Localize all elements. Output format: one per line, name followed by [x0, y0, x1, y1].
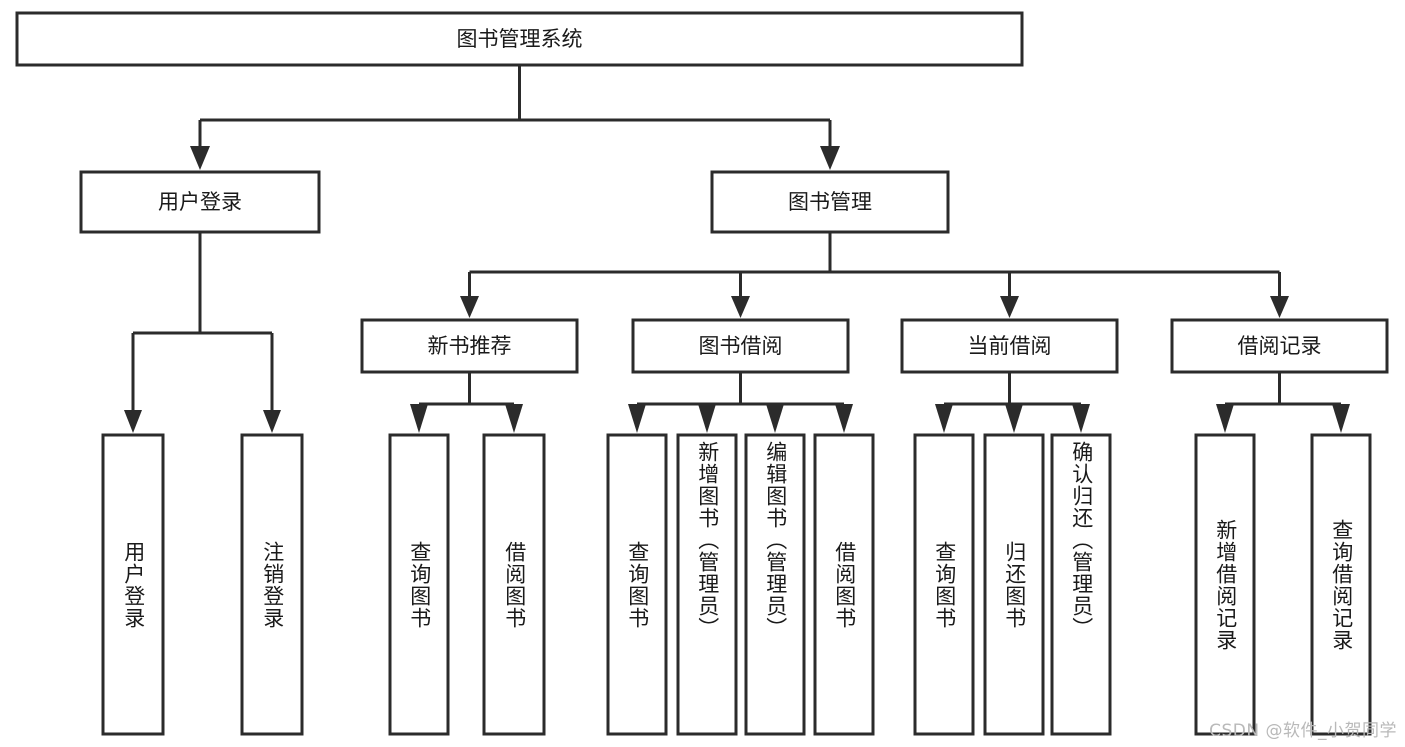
node-root-box[interactable]	[15, 11, 1024, 67]
arrow-borrow-records	[1270, 296, 1289, 318]
arrow-leaf-borrow-book-bor	[835, 404, 853, 433]
node-leaf-query-book-rec-box[interactable]	[388, 433, 450, 736]
arrow-leaf-edit-book-admin	[766, 404, 784, 433]
node-leaf-query-borrow-record-box[interactable]	[1310, 433, 1372, 736]
connector-group-current-borrow-to-leaves	[935, 372, 1090, 433]
node-book-management[interactable]: 图书管理	[710, 170, 950, 234]
connector-group-new-book-recommend-to-leaves	[410, 372, 523, 433]
arrow-user-login	[190, 146, 210, 170]
node-leaf-query-book-bor-box[interactable]	[606, 433, 668, 736]
arrow-leaf-borrow-book-rec	[505, 404, 523, 433]
connector-group-book-borrow-to-leaves	[628, 372, 853, 433]
connector-group-borrow-records-to-leaves	[1216, 372, 1350, 433]
arrow-current-borrow	[1000, 296, 1019, 318]
node-new-book-recommend-label: 新书推荐	[428, 334, 512, 358]
node-current-borrow-label: 当前借阅	[968, 334, 1052, 358]
node-current-borrow-box[interactable]	[900, 318, 1119, 374]
arrow-leaf-query-book-rec	[410, 404, 428, 433]
arrow-leaf-return-book	[1005, 404, 1023, 433]
node-current-borrow[interactable]: 当前借阅	[900, 318, 1119, 374]
connector-group-book-management-to-level3	[460, 232, 1289, 318]
arrow-new-book-recommend	[460, 296, 479, 318]
node-borrow-records[interactable]: 借阅记录	[1170, 318, 1389, 374]
node-leaf-borrow-book-rec-box[interactable]	[482, 433, 546, 736]
arrow-leaf-add-borrow-record	[1216, 404, 1234, 433]
arrow-leaf-query-book-bor	[628, 404, 646, 433]
node-leaf-add-borrow-record-box[interactable]	[1194, 433, 1256, 736]
node-leaf-edit-book-admin-box[interactable]	[744, 433, 806, 736]
arrow-leaf-logout	[263, 410, 281, 433]
node-leaf-user-login-box[interactable]	[101, 433, 165, 736]
arrow-leaf-add-book-admin	[698, 404, 716, 433]
node-leaf-logout-box[interactable]	[240, 433, 304, 736]
connector-group-root-to-level2	[190, 65, 840, 170]
node-leaf-confirm-return-box[interactable]	[1050, 433, 1112, 736]
arrow-leaf-user-login	[124, 410, 142, 433]
node-book-management-label: 图书管理	[788, 190, 872, 214]
arrow-book-borrow	[731, 296, 750, 318]
node-borrow-records-box[interactable]	[1170, 318, 1389, 374]
node-user-login-box[interactable]	[79, 170, 321, 234]
node-book-borrow[interactable]: 图书借阅	[631, 318, 850, 374]
node-user-login[interactable]: 用户登录	[79, 170, 321, 234]
node-root[interactable]: 图书管理系统	[15, 11, 1024, 67]
node-leaf-borrow-book-bor-box[interactable]	[813, 433, 875, 736]
node-leaf-query-book-cur-box[interactable]	[913, 433, 975, 736]
arrow-book-management	[820, 146, 840, 170]
node-book-management-box[interactable]	[710, 170, 950, 234]
arrow-leaf-query-book-cur	[935, 404, 953, 433]
node-new-book-recommend[interactable]: 新书推荐	[360, 318, 579, 374]
arrow-leaf-confirm-return	[1072, 404, 1090, 433]
node-borrow-records-label: 借阅记录	[1238, 334, 1322, 358]
node-book-borrow-label: 图书借阅	[699, 334, 783, 358]
node-new-book-recommend-box[interactable]	[360, 318, 579, 374]
connector-group-user-login-to-leaves	[124, 232, 281, 433]
node-book-borrow-box[interactable]	[631, 318, 850, 374]
node-user-login-label: 用户登录	[158, 190, 242, 214]
node-leaf-return-book-box[interactable]	[983, 433, 1045, 736]
node-leaf-add-book-admin-box[interactable]	[676, 433, 738, 736]
arrow-leaf-query-borrow-record	[1332, 404, 1350, 433]
node-root-label: 图书管理系统	[457, 27, 583, 51]
